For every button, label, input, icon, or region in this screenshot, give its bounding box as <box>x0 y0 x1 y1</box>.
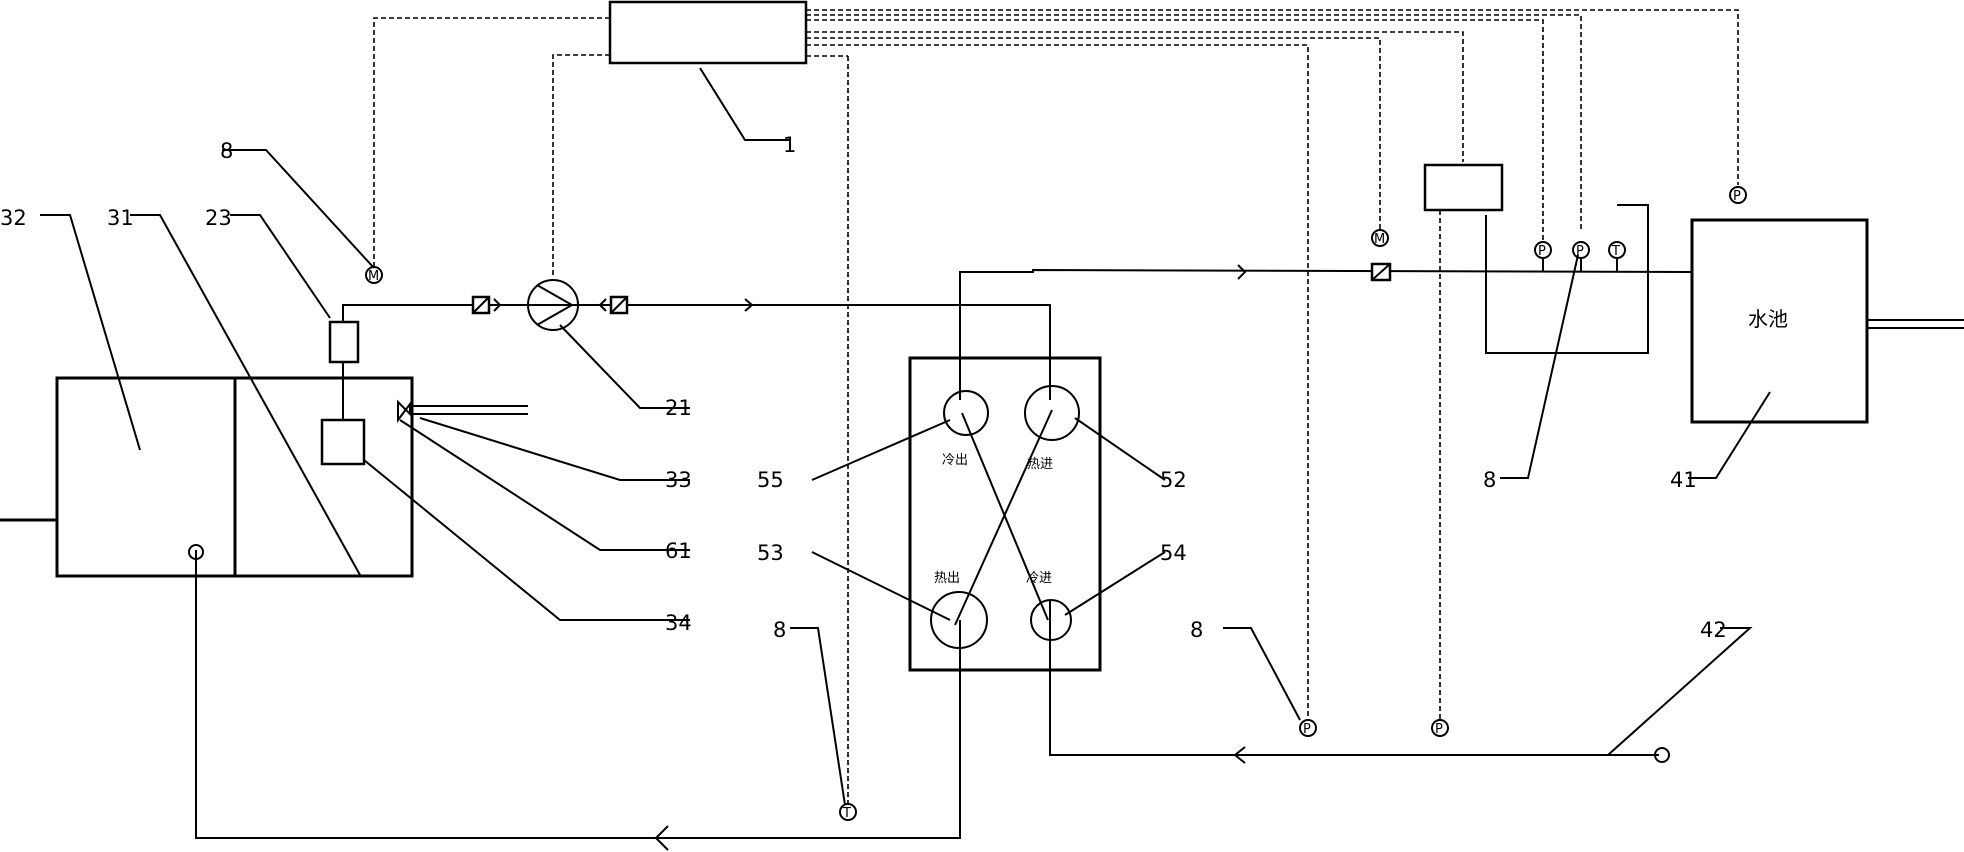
label-23: 23 <box>205 206 232 230</box>
float-box-34 <box>320 418 366 466</box>
svg-text:P: P <box>1538 244 1546 259</box>
flow-gauge-right <box>1371 229 1389 247</box>
temp-gauge-bottom <box>839 803 857 821</box>
tank-assembly <box>0 376 414 578</box>
svg-text:P: P <box>1435 722 1443 737</box>
svg-text:P: P <box>1576 244 1584 259</box>
pressure-gauge-bottom-2 <box>1431 719 1449 737</box>
pump-21 <box>471 279 629 331</box>
label-34: 34 <box>665 611 692 635</box>
right-valve <box>1370 262 1392 282</box>
label-33: 33 <box>665 468 692 492</box>
label-21: 21 <box>665 396 692 420</box>
svg-text:P: P <box>1303 722 1311 737</box>
port-text-tr: 热进 <box>1027 457 1053 472</box>
label-8-right: 8 <box>1483 468 1496 492</box>
instrument-box <box>1423 163 1504 212</box>
pool-text: 水池 <box>1748 307 1788 331</box>
controller-box <box>608 0 808 65</box>
port-text-bl: 热出 <box>934 571 960 586</box>
signal-lines <box>373 9 1739 805</box>
pressure-gauge-bottom-1 <box>1299 719 1317 737</box>
label-1: 1 <box>783 133 796 157</box>
label-31: 31 <box>107 206 134 230</box>
pressure-gauge-pool <box>1729 186 1747 204</box>
port-text-br: 冷进 <box>1026 571 1052 586</box>
sensor-box-23 <box>328 320 360 364</box>
gauges: M M P P T P P P T <box>365 186 1747 821</box>
svg-text:M: M <box>368 269 379 284</box>
svg-text:M: M <box>1374 232 1385 247</box>
label-32: 32 <box>0 206 27 230</box>
label-53: 53 <box>757 541 784 565</box>
port-text-tl: 冷出 <box>942 453 968 468</box>
label-8-bottom-right: 8 <box>1190 618 1203 642</box>
svg-text:T: T <box>1611 244 1620 259</box>
label-8-top-left: 8 <box>220 139 233 163</box>
nozzle <box>397 399 528 423</box>
svg-text:P: P <box>1733 189 1741 204</box>
label-52: 52 <box>1160 468 1187 492</box>
label-41: 41 <box>1670 468 1697 492</box>
leader-lines <box>40 67 1771 806</box>
pipes <box>195 204 1693 851</box>
reference-numerals: 1 8 32 31 23 21 33 61 34 55 53 8 52 54 8… <box>0 133 1727 642</box>
label-8-bottom-mid: 8 <box>773 618 786 642</box>
svg-text:T: T <box>842 806 851 821</box>
label-55: 55 <box>757 468 784 492</box>
heat-exchanger: 冷出 热进 热出 冷进 <box>908 356 1102 672</box>
pool-41: 水池 <box>1690 218 1964 424</box>
label-61: 61 <box>665 539 692 563</box>
label-42: 42 <box>1700 618 1727 642</box>
label-54: 54 <box>1160 541 1187 565</box>
